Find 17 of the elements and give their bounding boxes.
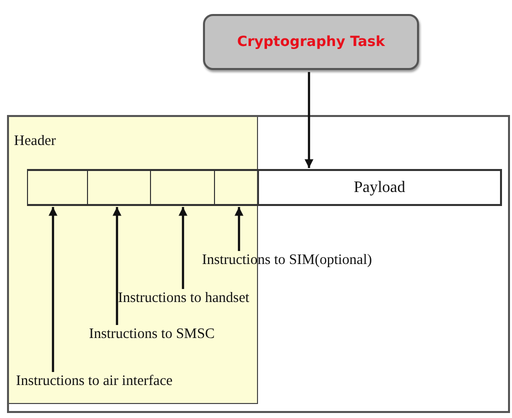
arrow: [304, 72, 314, 168]
instruction-text: Instructions to SMSC: [89, 326, 215, 343]
arrow: [112, 207, 122, 325]
field-cell: [87, 169, 150, 206]
task-title: Cryptography Task: [237, 34, 385, 50]
arrow: [48, 207, 58, 372]
arrow: [234, 207, 244, 251]
field-cell: [258, 169, 502, 206]
message-frame: [7, 115, 510, 413]
field-name: Payload: [354, 178, 406, 196]
task-box: [203, 14, 419, 70]
region-title: Header: [14, 133, 56, 150]
arrow: [178, 207, 188, 289]
instruction-text: Instructions to air interface: [16, 373, 173, 390]
field-cell: [27, 169, 87, 206]
instruction-text: Instructions to handset: [118, 290, 250, 307]
field-cell: [150, 169, 214, 206]
